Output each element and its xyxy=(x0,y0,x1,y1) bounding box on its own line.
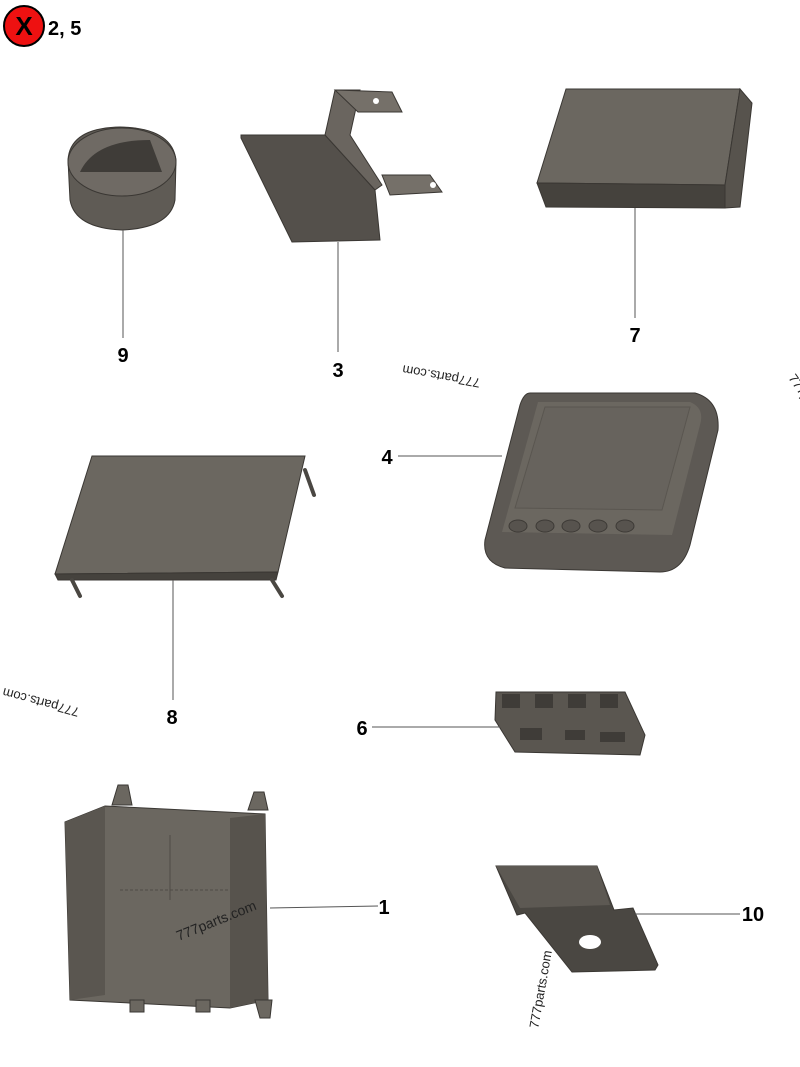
watermark: 777parts.com xyxy=(786,371,800,444)
callout-label: 8 xyxy=(166,707,177,729)
badge-letter: X xyxy=(15,11,33,41)
x-circle-icon xyxy=(3,5,45,47)
callout-label: 6 xyxy=(356,718,367,740)
part-9[interactable]: 9 xyxy=(67,126,177,367)
callout-label: 4 xyxy=(381,447,393,469)
watermark: 777parts.com xyxy=(1,685,81,720)
part-10[interactable]: 10 xyxy=(495,865,764,973)
excluded-items: 2, 5 xyxy=(48,18,81,40)
callout-label: 3 xyxy=(332,360,343,382)
part-8[interactable]: 8 xyxy=(54,455,316,729)
callout-label: 7 xyxy=(629,325,640,347)
watermark: 777parts.com xyxy=(526,949,554,1029)
excluded-badge: X 2, 5 xyxy=(3,5,81,47)
part-1[interactable]: 1 xyxy=(64,784,390,1019)
part-7[interactable]: 7 xyxy=(536,87,753,347)
callout-label: 9 xyxy=(117,345,128,367)
callout-label: 10 xyxy=(742,904,764,926)
callout-label: 1 xyxy=(378,897,389,919)
part-3[interactable]: 3 xyxy=(240,89,443,382)
part-6[interactable]: 6 xyxy=(356,691,646,756)
watermark: 777parts.com xyxy=(401,362,481,390)
part-4[interactable]: 4 xyxy=(381,392,719,573)
